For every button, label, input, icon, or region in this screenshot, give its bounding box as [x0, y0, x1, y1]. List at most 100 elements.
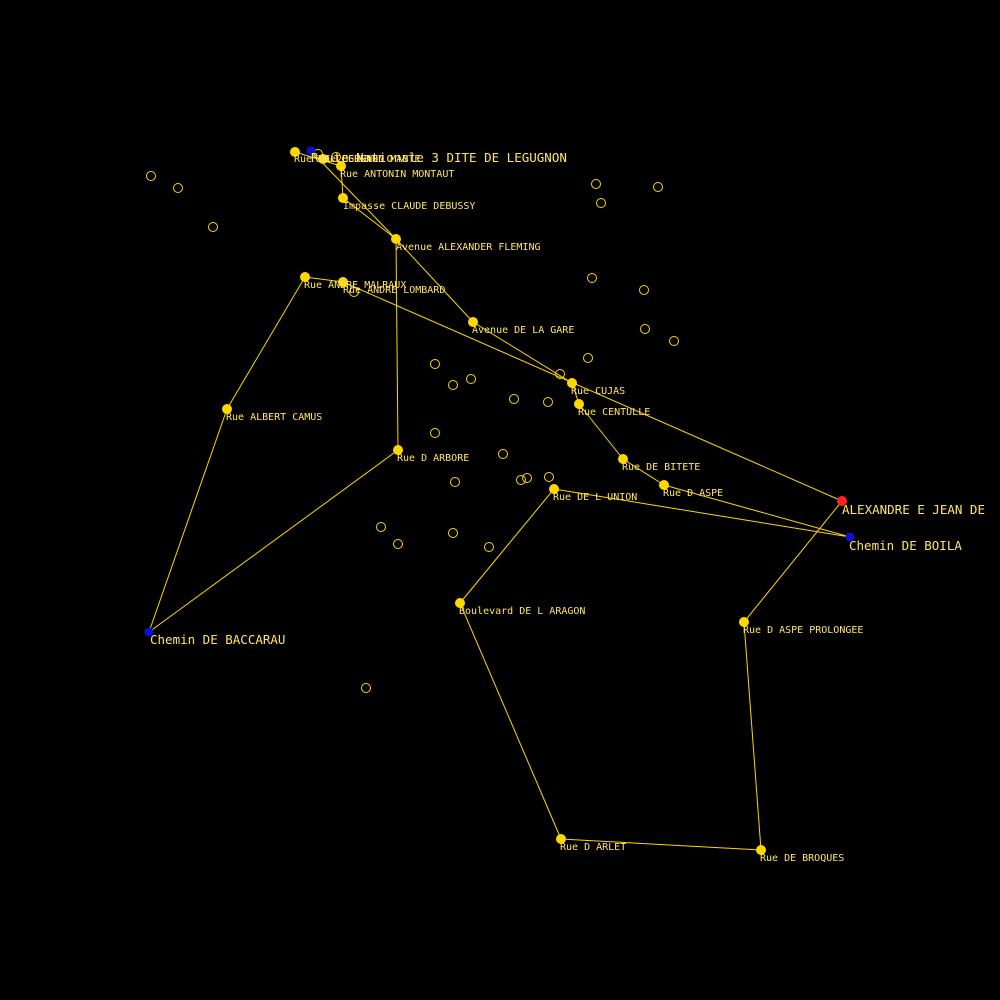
stop-label-cujas: Rue CUJAS	[571, 386, 625, 397]
stop-marker-fleming[interactable]	[391, 234, 401, 244]
poi-ring-marker	[450, 477, 460, 487]
stop-marker-camus[interactable]	[222, 404, 232, 414]
poi-ring-marker	[376, 522, 386, 532]
route-segment-broques-arlet	[560, 838, 762, 851]
stop-label-fleming: Avenue ALEXANDER FLEMING	[396, 242, 541, 253]
poi-ring-marker	[587, 273, 597, 283]
route-segment-arlet-aragon	[459, 602, 562, 840]
route-segment-aspe_prol-broques	[743, 621, 762, 851]
stop-label-debussy: Impasse CLAUDE DEBUSSY	[343, 201, 475, 212]
route-segment-fleming-arbore	[395, 238, 399, 451]
poi-ring-marker	[173, 183, 183, 193]
stop-marker-aspe[interactable]	[659, 480, 669, 490]
poi-ring-marker	[448, 528, 458, 538]
stop-label-aragon: Boulevard DE L ARAGON	[459, 606, 585, 617]
stop-marker-arbore[interactable]	[393, 445, 403, 455]
stop-marker-malraux[interactable]	[300, 272, 310, 282]
stop-marker-broques[interactable]	[756, 845, 766, 855]
route-segment-montaut-debussy	[340, 165, 344, 199]
poi-ring-marker	[430, 428, 440, 438]
stop-label-boila: Chemin DE BOILA	[849, 538, 962, 553]
poi-ring-marker	[509, 394, 519, 404]
stop-marker-cujas[interactable]	[567, 378, 577, 388]
poi-ring-marker	[393, 539, 403, 549]
route-segment-lombard-alexandre	[342, 281, 843, 502]
poi-ring-marker	[146, 171, 156, 181]
poi-ring-marker	[208, 222, 218, 232]
route-segment-camus-malraux	[226, 276, 306, 410]
stop-marker-arlet[interactable]	[556, 834, 566, 844]
stop-marker-lombard[interactable]	[338, 277, 348, 287]
stop-marker-boila[interactable]	[845, 532, 855, 542]
poi-ring-marker	[555, 369, 565, 379]
route-segment-aspe-boila	[663, 484, 851, 538]
route-segment-gare-cujas	[472, 321, 573, 384]
stop-marker-alexandre[interactable]	[837, 496, 847, 506]
poi-ring-marker	[361, 683, 371, 693]
stop-label-baccarau: Chemin DE BACCARAU	[150, 632, 285, 647]
stop-label-gare: Avenue DE LA GARE	[472, 325, 574, 336]
stop-marker-bitete[interactable]	[618, 454, 628, 464]
stop-label-aspe_prol: Rue D ASPE PROLONGEE	[743, 625, 863, 636]
poi-ring-marker	[591, 179, 601, 189]
route-segment-arbore-baccarau	[148, 449, 399, 633]
stop-label-bernard: Rue BERNARD MANTE	[318, 154, 420, 165]
poi-ring-marker	[516, 475, 526, 485]
stop-marker-nationale[interactable]	[306, 146, 316, 156]
route-segment-baccarau-camus	[148, 408, 228, 633]
stop-marker-montaut[interactable]	[336, 161, 346, 171]
stop-label-arlet: Rue D ARLET	[560, 842, 626, 853]
stop-label-centulle: Rue CENTULLE	[578, 407, 650, 418]
route-segment-union-boila	[553, 488, 851, 538]
poi-ring-marker	[544, 472, 554, 482]
poi-ring-marker	[583, 353, 593, 363]
poi-ring-marker	[596, 198, 606, 208]
poi-ring-marker	[498, 449, 508, 459]
poi-ring-marker	[430, 359, 440, 369]
poi-ring-marker	[484, 542, 494, 552]
stop-marker-bernard[interactable]	[318, 154, 328, 164]
poi-ring-marker	[448, 380, 458, 390]
stop-marker-debussy[interactable]	[338, 193, 348, 203]
stop-label-lombard: Rue ANDRE LOMBARD	[343, 285, 445, 296]
route-segment-alexandre-aspe_prol	[743, 500, 843, 623]
stop-label-arbore: Rue D ARBORE	[397, 453, 469, 464]
route-segment-debussy-fleming	[342, 197, 397, 240]
poi-ring-marker	[639, 285, 649, 295]
stop-label-broques: Rue DE BROQUES	[760, 853, 844, 864]
stop-label-malraux: Rue ANDRE MALRAUX	[304, 280, 406, 291]
stop-marker-gare[interactable]	[468, 317, 478, 327]
poi-ring-marker	[669, 336, 679, 346]
poi-ring-marker	[331, 152, 341, 162]
stop-marker-aragon[interactable]	[455, 598, 465, 608]
route-segment-malraux-lombard	[304, 276, 344, 283]
route-segment-nationale-fleming	[310, 150, 397, 240]
stop-label-montaut: Rue ANTONIN MONTAUT	[340, 169, 454, 180]
stop-marker-centulle[interactable]	[574, 399, 584, 409]
route-segment-aragon-union	[459, 488, 555, 604]
stop-marker-aspe_prol[interactable]	[739, 617, 749, 627]
stop-label-aspe: Rue D ASPE	[663, 488, 723, 499]
poi-ring-marker	[349, 287, 359, 297]
poi-ring-marker	[640, 324, 650, 334]
stop-marker-terminus_north[interactable]	[290, 147, 300, 157]
stop-label-union: Rue DE L UNION	[553, 492, 637, 503]
route-segment-bitete-aspe	[622, 458, 665, 486]
stop-marker-baccarau[interactable]	[144, 627, 154, 637]
stop-label-nationale: Route Nationale 3 DITE DE LEGUGNON	[311, 150, 567, 165]
route-segment-centulle-bitete	[578, 403, 624, 460]
poi-ring-marker	[522, 473, 532, 483]
route-segment-fleming-gare	[395, 238, 474, 323]
poi-ring-marker	[466, 374, 476, 384]
stop-label-alexandre: ALEXANDRE E JEAN DE	[842, 502, 985, 517]
stop-label-terminus_north: Rue DE LEGUGNON	[294, 154, 384, 165]
stop-label-camus: Rue ALBERT CAMUS	[226, 412, 322, 423]
stop-label-bitete: Rue DE BITETE	[622, 462, 700, 473]
route-links	[148, 150, 851, 851]
poi-ring-marker	[543, 397, 553, 407]
stop-marker-union[interactable]	[549, 484, 559, 494]
poi-ring-marker	[653, 182, 663, 192]
stop-markers	[144, 146, 855, 855]
